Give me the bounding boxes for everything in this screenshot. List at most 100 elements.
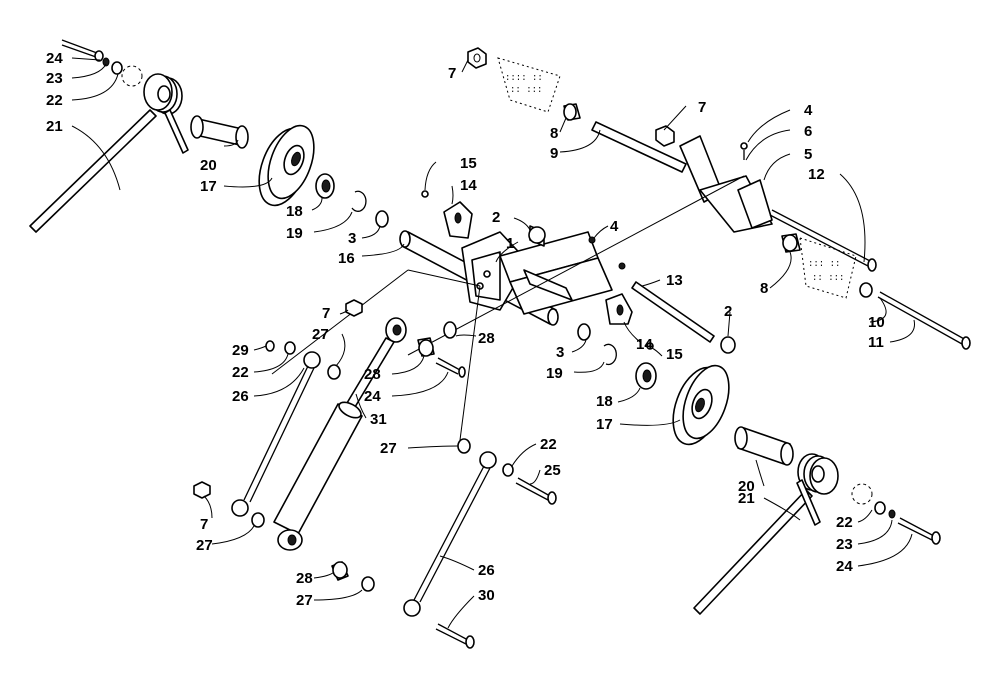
callout-27-c: 27 xyxy=(380,440,397,457)
callout-7-right: 7 xyxy=(698,99,706,116)
spacer-20-lower xyxy=(734,426,794,466)
callout-27-b: 27 xyxy=(196,537,213,554)
grease-fitting-6 xyxy=(740,142,748,160)
bushing-2-upper xyxy=(528,225,546,247)
nut-7-mid xyxy=(345,299,363,317)
callout-15-upper: 15 xyxy=(460,155,477,172)
snap-ring-19-upper xyxy=(351,190,367,212)
callout-13: 13 xyxy=(666,272,683,289)
bolt-30 xyxy=(435,623,475,649)
leader-lines xyxy=(71,57,915,629)
washer-23-upper xyxy=(102,57,110,67)
rail-section-lower: ::: :: :: ::: xyxy=(799,237,857,299)
callout-24-lower: 24 xyxy=(836,558,853,575)
rod-13 xyxy=(631,281,715,343)
callout-28-mid: 28 xyxy=(364,366,381,383)
bearing-18-upper xyxy=(315,173,335,199)
callout-20-lower: 20 xyxy=(738,478,755,495)
callout-24-upper: 24 xyxy=(46,50,63,67)
svg-text::: :::: :: ::: xyxy=(812,273,844,283)
assembly-line-b xyxy=(407,269,481,287)
bushing-28-upper xyxy=(443,321,457,339)
link-rod-26-left xyxy=(231,351,321,517)
callout-21-upper: 21 xyxy=(46,118,63,135)
assembly-line-upper xyxy=(407,175,745,356)
callout-26-right: 26 xyxy=(478,562,495,579)
callout-26-left: 26 xyxy=(232,388,249,405)
spacer-20-upper xyxy=(190,115,249,149)
bushing-3-lower xyxy=(577,323,591,341)
bushing-27-a xyxy=(327,364,341,380)
callout-17-lower: 17 xyxy=(596,416,613,433)
callout-27-d: 27 xyxy=(296,592,313,609)
assembly-line-c xyxy=(459,285,481,441)
assembly-line-a xyxy=(271,269,409,375)
callout-8-upper: 8 xyxy=(550,125,558,142)
shock-absorber-31 xyxy=(273,317,407,551)
torsion-spring-21-lower xyxy=(693,453,839,615)
callout-22-left: 22 xyxy=(232,364,249,381)
bolt-11 xyxy=(877,291,971,350)
grease-fitting-4-low xyxy=(618,262,626,270)
snap-ring-19-lower xyxy=(603,343,617,366)
callout-31: 31 xyxy=(370,411,387,428)
pad-14-upper xyxy=(443,201,473,239)
callout-7-low: 7 xyxy=(200,516,208,533)
callout-10: 10 xyxy=(868,314,885,331)
cross-shaft-9 xyxy=(591,121,687,173)
callout-4-mid: 4 xyxy=(610,218,619,235)
callout-19-upper: 19 xyxy=(286,225,303,242)
callout-22-upper: 22 xyxy=(46,92,63,109)
bracket-5 xyxy=(679,135,773,233)
bushing-27-b xyxy=(251,512,265,528)
pivot-arm-1 xyxy=(461,231,613,315)
bushing-8-lower xyxy=(781,233,801,253)
svg-text::: :::: :: ::: xyxy=(510,85,542,95)
callout-11: 11 xyxy=(868,334,884,351)
washer-29 xyxy=(265,340,275,352)
washer-22-upper xyxy=(111,61,123,75)
bushing-27-d xyxy=(361,576,375,592)
callout-21-lower: 21 xyxy=(738,490,755,507)
callout-6: 6 xyxy=(804,123,812,140)
svg-text::::: ::: :::: :: xyxy=(505,73,543,83)
callout-5: 5 xyxy=(804,146,812,163)
bushing-28-mid xyxy=(417,337,435,357)
callout-17-upper: 17 xyxy=(200,178,217,195)
bushing-27-c xyxy=(457,438,471,454)
bolt-25 xyxy=(515,477,557,505)
callout-18-lower: 18 xyxy=(596,393,613,410)
bushing-3-upper xyxy=(375,210,389,228)
callout-3-upper: 3 xyxy=(348,230,356,247)
callout-15-lower: 15 xyxy=(666,346,683,363)
spacer-dashed-upper xyxy=(121,65,143,87)
link-rod-26-right xyxy=(403,451,497,617)
rail-section-upper: :::: :: :: ::: xyxy=(497,57,561,113)
callout-23-upper: 23 xyxy=(46,70,63,87)
callout-22-lower: 22 xyxy=(836,514,853,531)
upper-left-spring-group xyxy=(29,39,389,233)
grease-fitting-15-lower xyxy=(646,342,654,350)
callout-20-upper: 20 xyxy=(200,157,217,174)
idler-wheel-17-lower xyxy=(672,364,730,446)
callout-labels: 24 23 22 21 20 17 18 19 3 16 15 14 7 8 9… xyxy=(46,50,885,609)
callout-22-right: 22 xyxy=(540,436,557,453)
callout-4-top: 4 xyxy=(804,102,813,119)
callout-16: 16 xyxy=(338,250,355,267)
bearing-18-lower xyxy=(635,362,657,390)
callout-9: 9 xyxy=(550,145,558,162)
bushing-2-lower xyxy=(720,336,736,354)
callout-14-lower: 14 xyxy=(636,336,653,353)
bolt-24-mid xyxy=(435,357,466,378)
callout-1: 1 xyxy=(506,235,514,252)
callout-24-mid: 24 xyxy=(364,388,381,405)
callout-2-lower: 2 xyxy=(724,303,732,320)
grease-fitting-4-mid xyxy=(588,236,596,244)
bushing-28-low xyxy=(331,561,349,581)
bolt-24-upper xyxy=(61,39,104,62)
callout-3-lower: 3 xyxy=(556,344,564,361)
callout-29: 29 xyxy=(232,342,249,359)
callout-19-lower: 19 xyxy=(546,365,563,382)
callout-28-upper: 28 xyxy=(478,330,495,347)
